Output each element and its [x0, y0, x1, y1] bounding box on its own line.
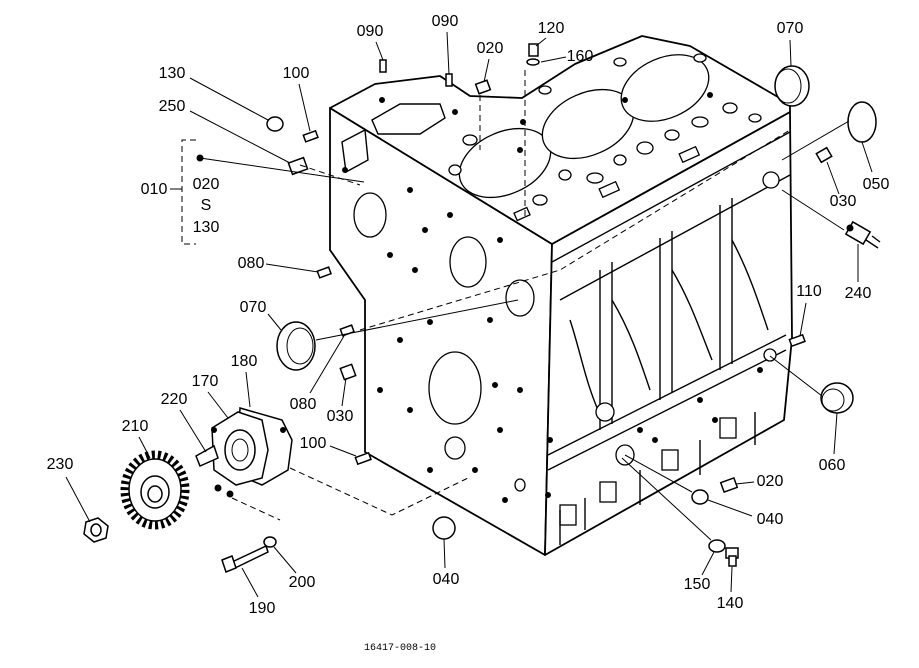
callout-label: 030	[830, 193, 857, 210]
callout-labels: 090 090 120 020 160 070 130 100 250 010 …	[47, 13, 890, 617]
callout-label: 120	[538, 20, 565, 37]
callout-label: 080	[290, 396, 317, 413]
bolt-190	[221, 544, 269, 573]
plug-030-left	[339, 363, 357, 381]
front-face-structure	[545, 131, 791, 545]
left-face-holes	[342, 167, 535, 503]
plug-020-front	[719, 476, 739, 494]
callout-label: 060	[819, 457, 846, 474]
assembly-lines	[231, 164, 469, 521]
pin-120	[528, 43, 539, 57]
callout-label: 040	[433, 571, 460, 588]
plug-030-right	[815, 146, 833, 164]
deck-holes	[379, 53, 762, 222]
pump-shaft-220	[195, 444, 219, 468]
callout-label: 180	[231, 353, 258, 370]
plug-040-bottom	[432, 516, 456, 540]
group-010-bracket	[181, 139, 196, 245]
plug-040-front	[691, 489, 709, 505]
callout-label: 160	[567, 48, 594, 65]
cylinder-bore-3	[620, 54, 710, 122]
pin-110	[788, 333, 806, 348]
pin-100-lower	[354, 451, 372, 466]
loose-parts	[196, 43, 881, 567]
callout-label: 250	[159, 98, 186, 115]
callout-label: 190	[249, 600, 276, 617]
callout-label: 100	[283, 65, 310, 82]
callout-label: 040	[757, 511, 784, 528]
callout-label: 240	[845, 285, 872, 302]
callout-label: 200	[289, 574, 316, 591]
callout-label: 030	[327, 408, 354, 425]
oil-pressure-switch-240	[844, 220, 881, 249]
leader-lines	[65, 31, 873, 598]
callout-label: 150	[684, 576, 711, 593]
callout-label: 070	[777, 20, 804, 37]
callout-label: 210	[122, 418, 149, 435]
cylinder-block	[329, 35, 793, 556]
gear-case-opening	[371, 103, 446, 135]
pump-rotor	[224, 429, 256, 471]
callout-label: 020	[193, 176, 220, 193]
callout-label: 050	[863, 176, 890, 193]
washer-150	[708, 539, 726, 553]
callout-label: 080	[238, 255, 265, 272]
callout-label: 070	[240, 299, 267, 316]
callout-label: 130	[193, 219, 220, 236]
callout-label: 140	[717, 595, 744, 612]
callout-label: 230	[47, 456, 74, 473]
washer-200	[263, 536, 277, 548]
callout-label: 100	[300, 435, 327, 452]
gear-case-window	[341, 128, 369, 174]
callout-label: 170	[192, 373, 219, 390]
pin-080-upper	[316, 266, 332, 279]
seal-ring-070-left	[276, 321, 316, 371]
callout-label: 010	[141, 181, 168, 198]
callout-label: 110	[796, 283, 822, 300]
nut-230	[83, 517, 109, 543]
callout-label: 090	[432, 13, 459, 30]
plug-130	[266, 116, 284, 132]
drain-plug-140	[725, 547, 739, 567]
callout-label: 020	[477, 40, 504, 57]
pin-100-upper	[302, 129, 319, 143]
expansion-plug-050	[847, 101, 877, 143]
callout-label: 020	[757, 473, 784, 490]
oil-pump-gear-210	[120, 450, 190, 530]
callout-label: 090	[357, 23, 384, 40]
drawing-number: 16417-008-10	[364, 643, 436, 654]
callout-label: S	[201, 197, 212, 214]
plug-250	[287, 156, 309, 176]
o-ring-160	[526, 58, 540, 66]
pin-090-left	[379, 59, 387, 73]
pin-090-right	[445, 73, 453, 87]
plug-020-top	[474, 79, 492, 95]
oil-pump-assembly	[195, 407, 293, 498]
callout-label: 130	[159, 65, 186, 82]
callout-label: 220	[161, 391, 188, 408]
